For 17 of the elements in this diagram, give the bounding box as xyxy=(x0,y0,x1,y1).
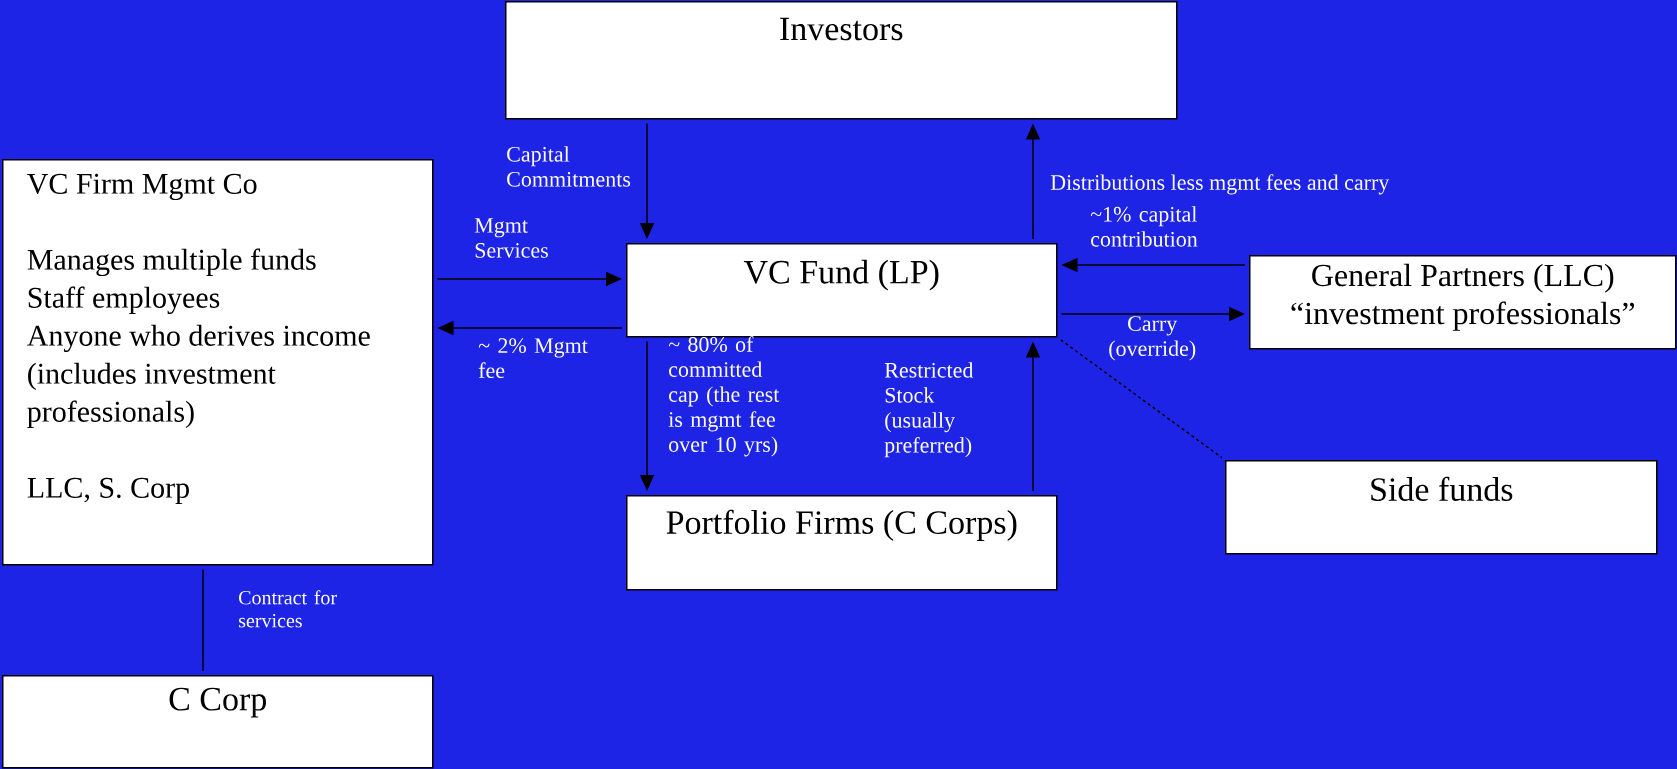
entity-box: Side funds xyxy=(1225,460,1658,555)
edge-label: Restricted Stock (usually preferred) xyxy=(884,362,974,458)
edge-label: Distributions less mgmt fees and carry xyxy=(1050,174,1390,195)
entity-box: Portfolio Firms (C Corps) xyxy=(626,495,1058,591)
edge-label: ~ 2% Mgmt fee xyxy=(478,338,588,379)
edge-label: Mgmt Services xyxy=(474,218,548,258)
edge-label: Capital Commitments xyxy=(507,146,631,187)
entity-box: VC Firm Mgmt Co Manages multiple funds Staff employees Anyone who derives income (includes investment professionals) LLC, S. Corp xyxy=(2,159,434,566)
edge-label: Carry (override) xyxy=(1109,316,1196,361)
entity-box: General Partners (LLC) “investment professionals” xyxy=(1249,255,1677,350)
entity-box: Investors xyxy=(505,1,1178,120)
edge-label: Contract for services xyxy=(239,590,337,628)
entity-box: C Corp xyxy=(2,675,434,769)
connector-line xyxy=(202,568,204,672)
edge-label: ~ 80% of committed cap (the rest is mgmt fee over 10 yrs) xyxy=(668,336,780,457)
edge-label: ~1% capital contribution xyxy=(1090,206,1198,247)
dashed-line xyxy=(1060,339,1223,459)
